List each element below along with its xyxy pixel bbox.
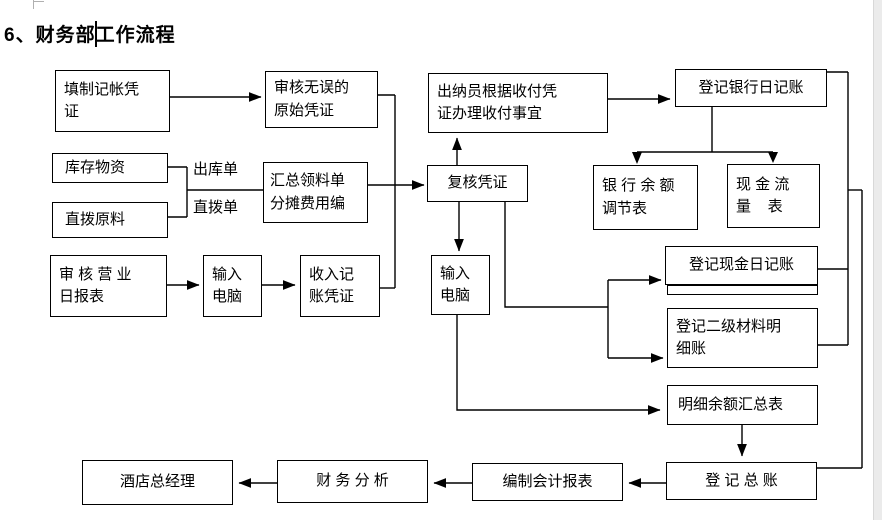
node-verified-original-voucher[interactable]: 审核无误的 原始凭证 xyxy=(265,71,378,128)
node-secondary-material-ledger[interactable]: 登记二级材料明 细账 xyxy=(667,308,818,368)
node-register-bank-journal[interactable]: 登记银行日记账 xyxy=(675,69,827,107)
node-input-computer-mid[interactable]: 输入 电脑 xyxy=(431,255,490,315)
node-income-voucher[interactable]: 收入记 账凭证 xyxy=(300,255,380,317)
arrowhead-to-cashflow xyxy=(768,152,778,163)
node-inventory-materials[interactable]: 库存物资 xyxy=(52,153,168,183)
node-review-voucher[interactable]: 复核凭证 xyxy=(427,165,528,202)
margin-crop-mark xyxy=(33,0,34,9)
edge-label-direct-transfer-order: 直拨单 xyxy=(193,199,239,216)
node-detail-balance-summary[interactable]: 明细余额汇总表 xyxy=(667,385,818,425)
node-input-computer-left[interactable]: 输入 电脑 xyxy=(203,255,262,317)
text-cursor xyxy=(95,21,97,47)
node-fill-voucher[interactable]: 填制记帐凭 证 xyxy=(55,70,170,132)
node-cash-journal-underbox xyxy=(667,285,818,295)
node-direct-raw-materials[interactable]: 直拨原料 xyxy=(52,202,168,238)
node-prepare-accounting-reports[interactable]: 编制会计报表 xyxy=(472,463,623,501)
edge-label-outbound-order: 出库单 xyxy=(193,161,239,178)
node-cash-flow-statement[interactable]: 现 金 流 量 表 xyxy=(727,164,820,228)
page-title[interactable]: 6、财务部工作流程 xyxy=(4,25,176,46)
node-audit-daily-report[interactable]: 审 核 营 业 日报表 xyxy=(50,255,167,317)
node-hotel-general-manager[interactable]: 酒店总经理 xyxy=(82,460,233,505)
arrowhead-to-reconciliation xyxy=(632,152,642,164)
margin-crop-mark xyxy=(33,1,44,2)
page-edge-strip xyxy=(873,0,882,520)
node-cashier-handle-payments[interactable]: 出纳员根据收付凭 证办理收付事宜 xyxy=(428,73,608,133)
node-register-cash-journal[interactable]: 登记现金日记账 xyxy=(665,246,818,285)
node-summarize-requisition[interactable]: 汇总领料单 分摊费用编 xyxy=(263,162,368,223)
node-register-general-ledger[interactable]: 登 记 总 账 xyxy=(666,462,817,500)
edge-inputmid-to-detailbalance xyxy=(456,315,661,415)
node-financial-analysis[interactable]: 财 务 分 析 xyxy=(277,460,428,503)
node-bank-reconciliation[interactable]: 银 行 余 额 调节表 xyxy=(593,165,698,230)
